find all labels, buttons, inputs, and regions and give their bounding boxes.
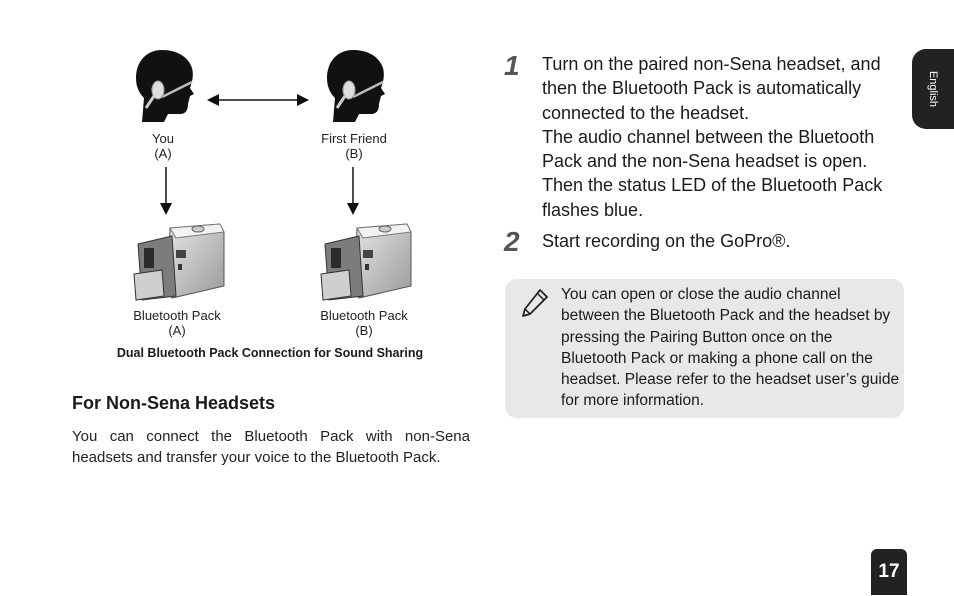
pack-b-label-sub: (B) [355,323,373,338]
friend-label: First Friend (B) [304,131,404,161]
step-1-line-2: The audio channel between the Bluetooth … [542,126,875,172]
diagram-caption: Dual Bluetooth Pack Connection for Sound… [116,346,424,360]
bluetooth-pack-b-icon [320,223,412,301]
section-body: You can connect the Bluetooth Pack with … [72,428,470,466]
pack-a-label-sub: (A) [168,323,186,338]
sharing-diagram [133,50,412,301]
step-1-line-1: Turn on the paired non-Sena headset, and… [542,54,881,123]
friend-label-sub: (B) [345,146,363,161]
head-friend-icon [327,50,385,122]
you-label: You (A) [123,131,203,161]
step-text-2: Start recording on the GoPro®. [542,229,904,253]
step-text-1: Turn on the paired non-Sena headset, and… [542,52,904,222]
note-box [505,279,904,418]
bluetooth-pack-a-icon [133,223,225,301]
you-label-sub: (A) [154,146,172,161]
you-label-text: You [152,131,174,146]
step-2-line-1: Start recording on the GoPro®. [542,231,791,251]
pack-a-label-text: Bluetooth Pack [133,308,221,323]
friend-label-text: First Friend [321,131,387,146]
pack-b-label-text: Bluetooth Pack [320,308,408,323]
note-text: You can open or close the audio channel … [561,286,900,410]
step-number-1: 1 [504,50,520,81]
page-number: 17 [871,549,907,595]
language-tab [912,49,954,129]
step-number-2: 2 [504,226,520,257]
pack-a-label: Bluetooth Pack (A) [117,308,237,338]
pack-b-label: Bluetooth Pack (B) [304,308,424,338]
section-heading: For Non-Sena Headsets [72,393,276,413]
pencil-icon [522,289,548,317]
language-label: English [927,70,939,108]
head-you-icon [136,50,194,122]
step-1-line-3: Then the status LED of the Bluetooth Pac… [542,175,883,220]
